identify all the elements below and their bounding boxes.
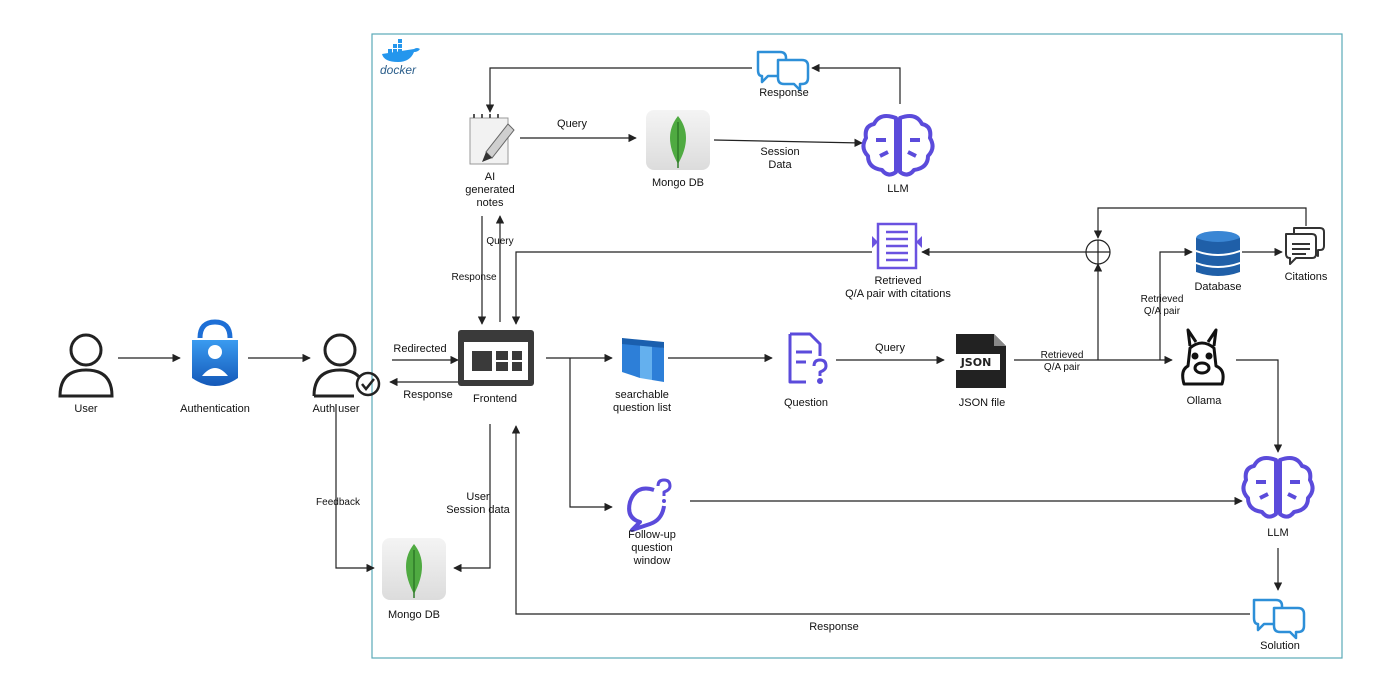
edges	[118, 63, 1307, 615]
label-json-file: JSON file	[959, 397, 1005, 409]
edge-label-response-notes: Response	[451, 272, 496, 283]
label-frontend: Frontend	[473, 393, 517, 405]
speech-question-icon	[627, 478, 672, 532]
node-solution: Solution	[1252, 598, 1306, 652]
label-database: Database	[1194, 281, 1241, 293]
node-database: Database	[1194, 231, 1242, 293]
node-user: User	[58, 333, 114, 415]
edge-response-bottom	[511, 425, 1250, 615]
node-response-top: Response	[756, 50, 810, 99]
label-followup-3: window	[633, 555, 671, 567]
label-llm-top: LLM	[887, 183, 908, 195]
quote-bubbles-icon	[1285, 227, 1325, 265]
merge-junction-icon	[1085, 239, 1111, 265]
docker-label: docker	[380, 63, 417, 77]
edge-session-data	[713, 138, 863, 148]
svg-text:JSON: JSON	[960, 356, 992, 369]
label-followup-2: question	[631, 542, 673, 554]
edge-to-database	[1159, 247, 1193, 360]
json-file-icon: JSON	[952, 334, 1006, 388]
edge-label-redirected: Redirected	[393, 343, 446, 355]
label-followup-1: Follow-up	[628, 529, 676, 541]
docker-container	[371, 33, 1343, 659]
node-mongo-bottom: Mongo DB	[382, 538, 446, 621]
document-list-icon	[872, 222, 922, 270]
node-json-file: JSON JSON file	[952, 334, 1006, 409]
node-retrieved-pair: Retrieved Q/A pair with citations	[845, 222, 951, 300]
node-llm-right: LLM	[1241, 456, 1315, 539]
document-question-icon	[788, 332, 828, 384]
edge-label-retrieved-db-1: Retrieved	[1141, 294, 1184, 305]
label-ai-notes-2: generated	[465, 184, 515, 196]
node-frontend: Frontend	[458, 330, 534, 405]
edge-llm-response	[811, 63, 901, 104]
node-question: Question	[784, 332, 828, 409]
edge-user-session	[453, 424, 491, 573]
node-citations: Citations	[1285, 227, 1328, 283]
table-columns-icon	[622, 338, 664, 382]
label-citations: Citations	[1285, 271, 1328, 283]
edge-label-query-mongo: Query	[557, 118, 587, 130]
docker-icon	[382, 39, 420, 62]
edge-ollama-llm	[1236, 359, 1283, 453]
edge-retrieved-frontend	[511, 251, 872, 325]
label-mongo-bottom: Mongo DB	[388, 609, 440, 621]
node-mongo-top: Mongo DB	[646, 110, 710, 189]
verified-user-icon	[312, 333, 381, 398]
node-ollama: Ollama	[1181, 328, 1225, 407]
edge-frontend-followup	[569, 358, 613, 512]
label-auth-user: Auth user	[312, 403, 359, 415]
node-searchable-list: searchable question list	[613, 338, 671, 414]
edge-label-user-session-2: Session data	[446, 504, 510, 516]
llama-icon	[1181, 328, 1225, 386]
node-followup: Follow-up question window	[627, 478, 676, 567]
label-ai-notes-3: notes	[477, 197, 504, 209]
label-searchable-list-2: question list	[613, 402, 671, 414]
label-question: Question	[784, 397, 828, 409]
edge-label-query-notes: Query	[486, 236, 513, 247]
label-searchable-list-1: searchable	[615, 389, 669, 401]
edge-label-user-session-1: User	[466, 491, 490, 503]
label-retrieved-pair-2: Q/A pair with citations	[845, 288, 951, 300]
lock-icon	[192, 319, 238, 386]
node-authentication: Authentication	[180, 319, 250, 415]
edge-label-session-data-2: Data	[768, 159, 792, 171]
edge-label-query-json: Query	[875, 342, 905, 354]
edge-feedback	[335, 404, 375, 573]
edge-label-feedback: Feedback	[316, 497, 361, 508]
chat-bubbles-icon	[756, 50, 810, 92]
edge-label-retrieved-json-1: Retrieved	[1041, 350, 1084, 361]
chat-bubbles-icon	[1252, 598, 1306, 640]
node-auth-user: Auth user	[312, 333, 381, 415]
label-ai-notes-1: AI	[485, 171, 495, 183]
label-llm-right: LLM	[1267, 527, 1288, 539]
edge-label-response-auth: Response	[403, 389, 453, 401]
label-solution: Solution	[1260, 640, 1300, 652]
edge-labels: Redirected Response Feedback Query Respo…	[316, 118, 1183, 633]
label-authentication: Authentication	[180, 403, 250, 415]
brain-icon	[861, 114, 935, 177]
label-user: User	[74, 403, 98, 415]
brain-icon	[1241, 456, 1315, 519]
notepad-pen-icon	[469, 114, 515, 165]
label-mongo-top: Mongo DB	[652, 177, 704, 189]
label-response-top: Response	[759, 87, 809, 99]
edge-label-retrieved-db-2: Q/A pair	[1144, 306, 1181, 317]
edge-citations-merge	[1093, 207, 1307, 239]
node-ai-notes: AI generated notes	[465, 114, 515, 209]
edge-response-notes-top	[485, 67, 752, 113]
edge-label-session-data-1: Session	[760, 146, 799, 158]
user-icon	[58, 333, 114, 398]
mongodb-leaf-icon	[646, 110, 710, 170]
label-ollama: Ollama	[1187, 395, 1223, 407]
mongodb-leaf-icon	[382, 538, 446, 600]
edge-label-response-bottom: Response	[809, 621, 859, 633]
label-retrieved-pair-1: Retrieved	[874, 275, 921, 287]
database-icon	[1196, 231, 1240, 276]
edge-label-retrieved-json-2: Q/A pair	[1044, 362, 1081, 373]
browser-window-icon	[458, 330, 534, 386]
node-llm-top: LLM	[861, 114, 935, 195]
